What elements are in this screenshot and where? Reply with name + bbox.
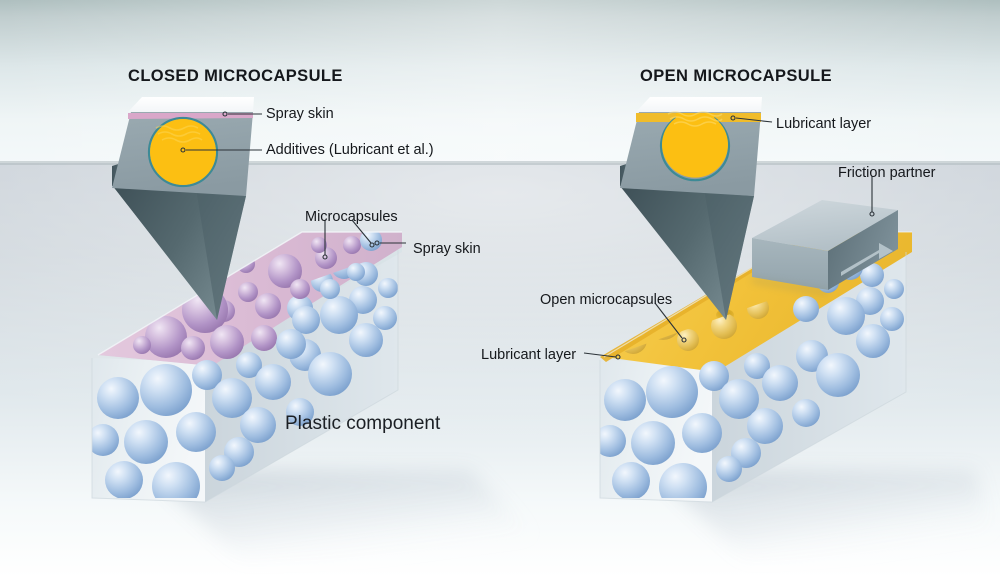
plastic-component-label: Plastic component xyxy=(285,413,441,434)
open-capsule-magnifier xyxy=(620,97,762,320)
friction-partner-top xyxy=(752,200,898,251)
lubricant-layer-surface-label: Lubricant layer xyxy=(481,347,577,363)
leader-lines xyxy=(180,111,875,360)
spray-skin-surface-label: Spray skin xyxy=(413,241,481,257)
panel-title-closed: CLOSED MICROCAPSULE xyxy=(128,67,343,85)
open-capsule-fill xyxy=(662,117,729,178)
callout-spray-skin-left xyxy=(128,113,253,119)
lubricant-layer-callout: Lubricant layer xyxy=(776,116,872,132)
panel-title-open: OPEN MICROCAPSULE xyxy=(640,67,832,85)
motion-arrow-icon xyxy=(841,243,893,276)
open-microcapsules-label: Open microcapsules xyxy=(540,292,673,308)
leader-dot-open-microcapsules xyxy=(681,337,687,343)
leader-dot-spray-skin-surface xyxy=(374,240,380,246)
friction-partner-block xyxy=(752,200,898,296)
callout-top-slab-right xyxy=(636,97,762,112)
friction-partner-callout: Friction partner xyxy=(838,165,936,181)
leader-lubricant-surface xyxy=(583,352,617,358)
leader-dot-lubricant-callout xyxy=(730,115,736,121)
spray-skin-callout: Spray skin xyxy=(266,106,334,122)
closed-capsule-shell xyxy=(147,116,219,188)
microcapsules-label: Microcapsules xyxy=(305,209,398,225)
leader-dot-microcapsules-b xyxy=(369,242,375,248)
closed-capsule-magnifier xyxy=(112,97,254,320)
friction-partner-front xyxy=(752,238,828,290)
leader-dot-spray-skin-callout xyxy=(222,111,228,117)
leader-open-microcapsules xyxy=(654,302,683,339)
leader-dot-lubricant-surface xyxy=(615,354,621,360)
plastic-matrix-spheres-left xyxy=(92,253,398,502)
callout-lubricant-left-seg xyxy=(636,113,676,122)
callout-top-slab-left xyxy=(128,97,254,112)
leader-dot-friction-partner xyxy=(869,211,875,217)
plastic-matrix-spheres-right xyxy=(600,254,904,502)
capsule-ripple-right xyxy=(667,111,723,127)
additives-callout: Additives (Lubricant et al.) xyxy=(266,142,434,158)
leader-microcapsules-b xyxy=(351,219,372,244)
capsule-ripple-left xyxy=(155,125,203,143)
leader-dot-additives-callout xyxy=(180,147,186,153)
open-capsule-shell xyxy=(659,117,731,182)
leader-lubricant-callout xyxy=(735,117,773,123)
closed-microcapsule-block xyxy=(91,231,402,503)
leader-dot-microcapsules-a xyxy=(322,254,328,260)
ground-shadows xyxy=(150,470,1000,560)
